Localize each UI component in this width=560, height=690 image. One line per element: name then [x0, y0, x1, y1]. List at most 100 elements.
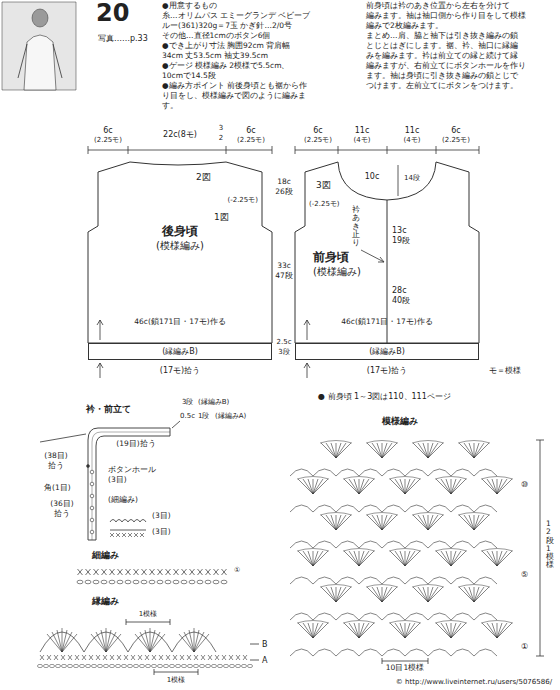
- stitch-x: [134, 533, 138, 537]
- fan-stitch: [451, 551, 466, 566]
- note-text: みを編みます。衿は前立ての縁と続けて縁: [366, 52, 518, 61]
- chain-arc: [313, 613, 336, 620]
- fan-stitch: [359, 479, 374, 494]
- fan-stitch: [418, 515, 428, 530]
- dimension-label: (細編み): [108, 496, 138, 505]
- fan-stitch: [474, 587, 489, 602]
- buttonhole-mark: [90, 506, 94, 510]
- stitch-x: [131, 655, 135, 660]
- chain-stitch: [121, 664, 126, 667]
- dimension-label: (2.25モ): [304, 136, 332, 144]
- dim-tick: [479, 146, 480, 154]
- photo-arms: [18, 44, 62, 78]
- fan-stitch: [308, 623, 313, 638]
- fan-stitch: [395, 551, 405, 566]
- stitch-x: [194, 655, 198, 660]
- chain-arc: [382, 469, 405, 476]
- note-text: す。: [162, 102, 178, 111]
- fan-stitch: [140, 632, 150, 652]
- fan-stitch: [428, 587, 438, 602]
- fan-stitch: [497, 479, 507, 494]
- stitch-x: [206, 569, 211, 575]
- fan-stitch: [451, 479, 461, 494]
- fan-stitch: [367, 443, 382, 458]
- stitch-x: [208, 655, 212, 660]
- dim-tick: [338, 146, 339, 154]
- chain-arc: [474, 469, 497, 476]
- dimension-label: 12段1模様: [546, 520, 554, 570]
- stitch-x: [229, 655, 233, 660]
- panel-outline-path: [295, 162, 479, 343]
- fan-stitch: [482, 623, 497, 638]
- stitch-name: (縁編みB): [162, 347, 198, 357]
- chain-arc: [474, 649, 497, 656]
- stitch-x: [198, 569, 203, 575]
- dimension-label: (縁編みA): [215, 412, 246, 420]
- chain-stitch: [125, 580, 131, 584]
- chain-arc: [428, 541, 451, 548]
- photo-head: [32, 9, 48, 27]
- chain-stitch: [79, 664, 84, 667]
- fan-stitch: [474, 515, 484, 530]
- fan-stitch: [303, 479, 313, 494]
- chain-stitch: [145, 664, 150, 667]
- fan-stitch: [52, 632, 62, 652]
- fan-top: [297, 621, 329, 624]
- dimension-label: 角(1目): [44, 484, 71, 493]
- stitch-x: [116, 533, 120, 537]
- fan-stitch: [405, 551, 406, 566]
- fan-top: [412, 441, 444, 444]
- chain-arc: [428, 505, 451, 512]
- chain-arc: [290, 577, 313, 584]
- arrow: [97, 320, 103, 340]
- fan-stitch: [313, 551, 328, 566]
- fan-stitch: [359, 479, 369, 494]
- fan-stitch: [145, 630, 150, 652]
- fan-stitch: [441, 623, 451, 638]
- dimension-label: © http://www.liveinternet.ru/users/50765…: [396, 678, 552, 686]
- shoulder-line: [40, 434, 86, 442]
- fan-top: [343, 549, 375, 552]
- fan-stitch: [413, 515, 428, 530]
- fan-stitch: [313, 479, 314, 494]
- photo-frame: [2, 2, 76, 90]
- chain-stitch: [163, 664, 168, 667]
- chain-arc: [451, 613, 474, 620]
- stitch-x: [82, 655, 86, 660]
- fan-stitch: [359, 479, 360, 494]
- fan-stitch: [377, 587, 382, 602]
- chain-stitch: [205, 580, 211, 584]
- fan-stitch: [390, 623, 405, 638]
- fan-stitch: [354, 551, 359, 566]
- stitch-x: [236, 655, 240, 660]
- fan-stitch: [497, 551, 512, 566]
- chain-stitch: [223, 664, 228, 667]
- chain-arc: [474, 613, 497, 620]
- fan-stitch: [474, 443, 475, 458]
- note-text: ●でき上がり寸法 胸囲92cm 背肩幅: [162, 42, 290, 51]
- chain-stitch: [117, 580, 123, 584]
- fan-stitch: [359, 623, 369, 638]
- dimension-label: (3目): [152, 528, 171, 537]
- fan-stitch: [372, 587, 382, 602]
- fan-stitch: [354, 623, 359, 638]
- stitch-x: [68, 655, 72, 660]
- chain-arc: [290, 469, 313, 476]
- dimension-label: (-2.25モ): [309, 200, 340, 208]
- chain-stitch: [189, 580, 195, 584]
- fan-stitch: [428, 443, 438, 458]
- fan-stitch: [400, 623, 405, 638]
- fan-stitch: [62, 628, 63, 652]
- fan-stitch: [326, 515, 336, 530]
- fan-stitch: [194, 634, 209, 652]
- stitch-x: [40, 655, 44, 660]
- chain-stitch: [109, 580, 115, 584]
- photo-sweater: [24, 35, 56, 90]
- arrow: [378, 257, 384, 262]
- fan-stitch: [497, 479, 512, 494]
- dimension-label: (17モ)拾う: [367, 366, 407, 375]
- fan-stitch: [359, 551, 369, 566]
- hem-band: (縁編みB): [295, 343, 479, 360]
- fan-stitch: [469, 515, 474, 530]
- dimension-label: 11c: [405, 126, 420, 135]
